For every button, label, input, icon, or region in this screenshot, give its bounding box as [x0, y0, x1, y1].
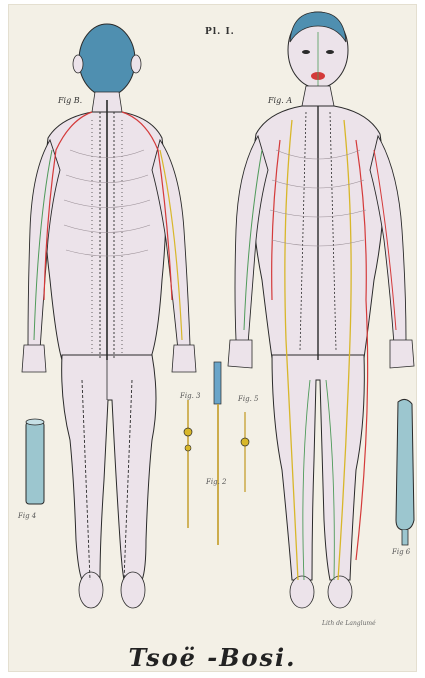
- back-figure-left-foot: [79, 572, 103, 608]
- needle-fig-5: [241, 412, 249, 492]
- left-cylinder: [26, 419, 44, 504]
- lithographer-credit: Lith de Langlumé: [322, 620, 376, 627]
- plate-number: Pl. I.: [205, 27, 235, 37]
- fig-back-label: Fig B.: [58, 96, 82, 105]
- fig-3-label: Fig. 3: [180, 392, 200, 400]
- front-figure-neck: [302, 86, 334, 106]
- fig-front-label: Fig. A: [268, 96, 292, 105]
- back-figure: [22, 24, 196, 608]
- fig-4-label: Fig 4: [18, 512, 36, 520]
- back-figure-left-hand: [22, 345, 46, 372]
- front-figure: [228, 12, 414, 608]
- back-figure-right-ear: [131, 55, 141, 73]
- fig-5-label: Fig. 5: [238, 395, 258, 403]
- front-figure-legs: [272, 355, 364, 580]
- front-figure-right-foot: [328, 576, 352, 608]
- right-mallet: [396, 399, 414, 545]
- fig-2-label: Fig. 2: [206, 478, 226, 486]
- needle-fig-3: [184, 400, 192, 528]
- back-figure-torso: [44, 112, 166, 360]
- front-figure-right-hand: [390, 340, 414, 368]
- front-figure-left-foot: [290, 576, 314, 608]
- back-figure-right-foot: [121, 572, 145, 608]
- front-figure-right-eye: [326, 50, 334, 54]
- back-figure-head: [79, 24, 135, 96]
- back-figure-legs: [62, 355, 156, 580]
- back-figure-left-ear: [73, 55, 83, 73]
- needle-fig-2: [214, 362, 221, 545]
- back-figure-right-hand: [172, 345, 196, 372]
- plate-title: Tsoë -Bosi.: [0, 643, 425, 672]
- fig-6-label: Fig 6: [392, 548, 410, 556]
- front-figure-left-eye: [302, 50, 310, 54]
- front-figure-left-hand: [228, 340, 252, 368]
